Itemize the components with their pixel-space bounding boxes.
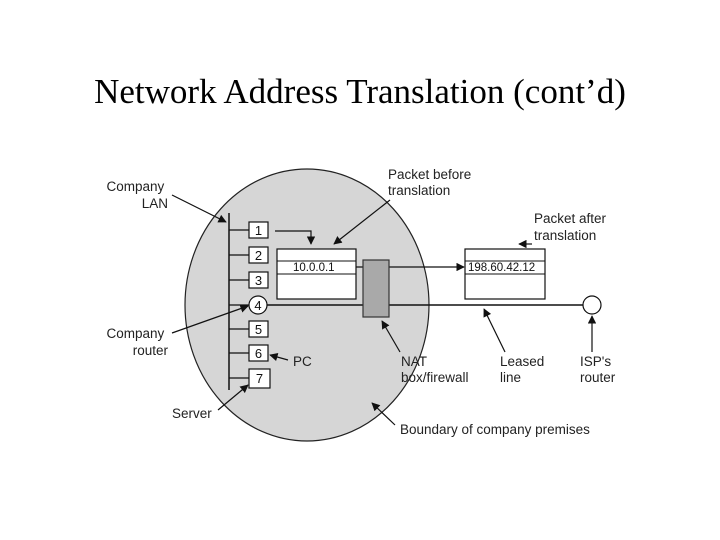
nat-box-firewall [362, 259, 390, 318]
slide-title: Network Address Translation (cont’d) [94, 72, 626, 111]
label-packet-after: Packet after translation [534, 211, 610, 243]
callout-arrows [171, 194, 597, 426]
label-company-router: Company router [106, 326, 168, 358]
lan-box-label: 1 [255, 223, 262, 238]
label-leased-line: Leased line [500, 354, 548, 385]
lan-box-label: 2 [255, 248, 262, 263]
packet-after-address: 198.60.42.12 [468, 262, 535, 274]
lan-box-label: 6 [255, 346, 262, 361]
arrow-packet-before-short [275, 230, 316, 245]
lan-host-1: 1 [229, 221, 269, 239]
lan-box-label: 3 [255, 273, 262, 288]
arrow-packet-before [333, 199, 391, 245]
lan-host-7-server: 7 [229, 368, 271, 389]
label-boundary: Boundary of company premises [400, 422, 590, 437]
label-nat: NAT box/firewall [401, 354, 469, 385]
label-packet-before: Packet before translation [388, 167, 475, 198]
lan-host-6-pc: 6 [229, 344, 269, 362]
packet-after-translation: 198.60.42.12 [464, 248, 546, 300]
lan-box-label: 7 [256, 371, 263, 386]
label-server: Server [172, 406, 212, 421]
isp-router-node [582, 295, 602, 315]
lan-host-5: 5 [229, 320, 269, 338]
arrow-company-router [171, 304, 249, 334]
lan-box-label: 4 [254, 298, 261, 313]
label-isp-router: ISP's router [580, 354, 616, 385]
label-company-lan: Company LAN [106, 179, 168, 211]
packet-before-translation: 10.0.0.1 [276, 248, 357, 300]
arrow-server [217, 384, 249, 411]
arrow-leased-line [483, 308, 506, 353]
lan-box-label: 5 [255, 322, 262, 337]
lan-host-3: 3 [229, 271, 269, 289]
label-pc: PC [293, 354, 312, 369]
lan-host-2: 2 [229, 246, 269, 264]
arrow-boundary [371, 402, 396, 426]
packet-before-address: 10.0.0.1 [293, 262, 335, 274]
arrow-nat [381, 320, 401, 353]
arrow-pc [269, 352, 289, 362]
arrow-company-lan [171, 194, 227, 223]
